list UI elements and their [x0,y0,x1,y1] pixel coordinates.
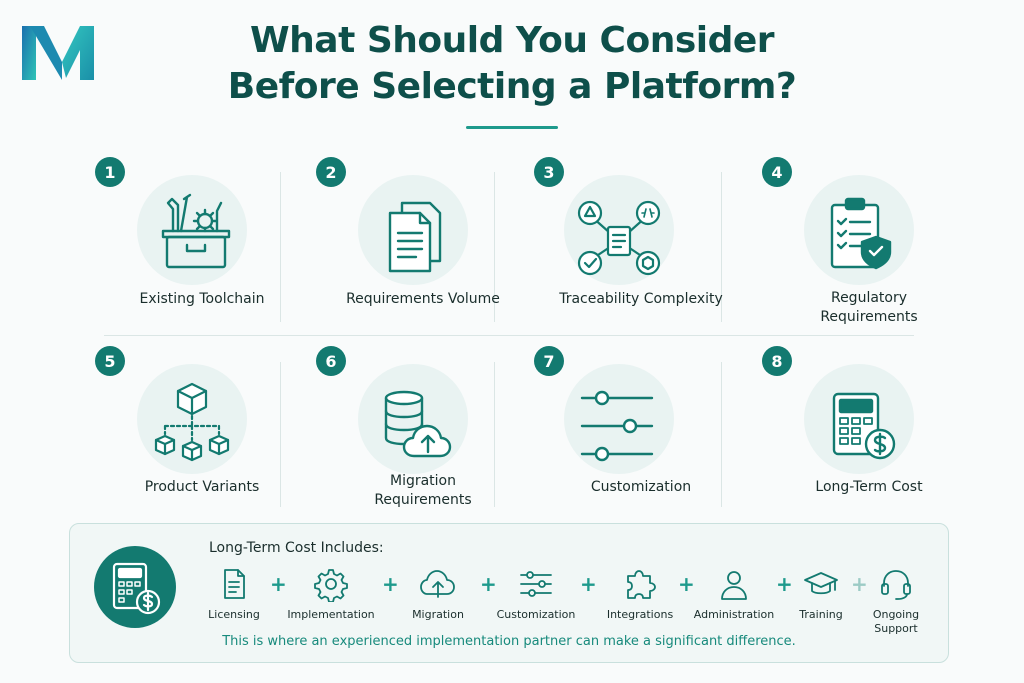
card-number: 2 [316,157,346,187]
column-divider [280,172,281,322]
title-underline [466,126,558,129]
page-title-line1: What Should You Consider [249,20,775,61]
card-label: Customization [590,479,692,495]
card-number: 3 [534,157,564,187]
plus-sign: + [678,572,695,596]
network-icon [564,175,674,285]
column-divider [721,362,722,507]
page-title: What Should You Consider Before Selectin… [0,18,1024,110]
card-label: Product Variants [144,479,260,495]
cost-item-label-line1: Ongoing [872,608,920,621]
cost-item-label: Customization [496,608,576,621]
plus-sign: + [270,572,287,596]
column-divider [494,362,495,507]
card-label-line2: Requirements [820,309,918,325]
card-number: 6 [316,346,346,376]
cost-item-label: Training [799,608,843,621]
cost-item-label: Administration [693,608,775,621]
puzzle-icon [627,570,656,599]
card-label: Long-Term Cost [815,479,923,495]
card-label: Existing Toolchain [139,291,265,307]
card-product-variants: 5 Product Variants [95,346,309,516]
documents-icon [358,175,468,285]
toolbox-icon [137,175,247,285]
cost-item-label-line2: Support [874,622,918,635]
card-label: Requirements Volume [346,291,500,307]
cost-item-label: Integrations [606,608,674,621]
plus-sign: + [382,572,399,596]
cost-item-implementation: Implementation [281,566,381,622]
plus-sign: + [480,572,497,596]
cube-tree-icon [137,364,247,474]
cost-item-customization: Customization [486,566,586,622]
card-number: 1 [95,157,125,187]
sliders-icon [520,571,552,597]
cost-item-label: Licensing [208,608,260,621]
cost-item-label: Implementation [287,608,375,621]
row-divider [104,335,914,336]
cost-item-training: Training [771,566,871,622]
page-title-line2: Before Selecting a Platform? [227,66,797,107]
headset-icon [881,570,911,600]
sliders-icon [564,364,674,474]
card-number: 8 [762,346,792,376]
card-customization: 7 Customization [534,346,748,516]
card-requirements-volume: 2 Requirements Volume [316,157,530,327]
card-label-line2: Requirements [374,492,472,508]
partner-note: This is where an experienced implementat… [222,634,796,649]
card-migration-requirements: 6 Migration Requirements [316,346,530,516]
calculator-dollar-icon [94,546,176,628]
card-label: Regulatory Requirements [752,289,986,327]
column-divider [494,172,495,322]
gear-icon [314,569,348,602]
card-long-term-cost: 8 Long-Term Cost [762,346,976,516]
cost-item-administration: Administration [684,566,784,622]
card-label: Migration Requirements [306,472,540,510]
card-number: 4 [762,157,792,187]
card-traceability-complexity: 3 Traceability Complexity [534,157,748,327]
plus-sign: + [851,572,868,596]
cost-item-label: Ongoing Support [846,608,946,636]
column-divider [721,172,722,322]
calculator-dollar-icon [804,364,914,474]
cost-item-migration: Migration [388,566,488,622]
graduation-cap-icon [804,572,838,595]
cost-item-ongoing-support: Ongoing Support [846,566,946,636]
card-label-line1: Migration [389,473,456,489]
cloud-upload-icon [420,570,455,598]
card-existing-toolchain: 1 Existing Toolchain [95,157,309,327]
document-icon [224,569,245,599]
clipboard-shield-icon [804,175,914,285]
card-regulatory-requirements: 4 Regulatory Requirements [762,157,976,327]
column-divider [280,362,281,507]
card-label: Traceability Complexity [559,291,723,307]
card-number: 5 [95,346,125,376]
cost-includes-title: Long-Term Cost Includes: [209,540,384,556]
cost-item-integrations: Integrations [590,566,690,622]
plus-sign: + [580,572,597,596]
long-term-cost-panel [69,523,949,663]
cost-item-label: Migration [412,608,464,621]
card-label-line1: Regulatory [830,290,908,306]
brand-logo-icon [22,26,94,80]
user-icon [721,571,747,600]
cost-item-licensing: Licensing [184,566,284,622]
plus-sign: + [776,572,793,596]
database-cloud-icon [358,364,468,474]
card-number: 7 [534,346,564,376]
